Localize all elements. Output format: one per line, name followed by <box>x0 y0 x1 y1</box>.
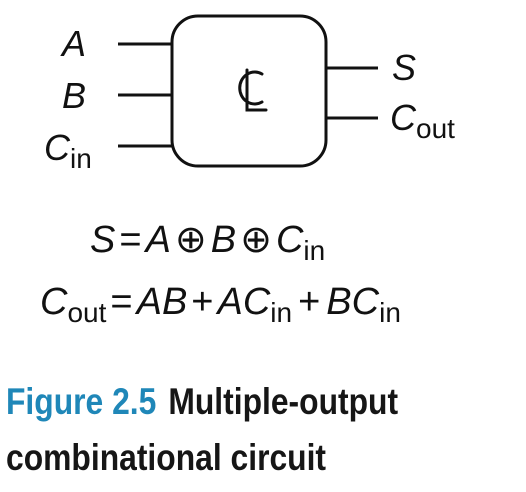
output-label-cout: Cout <box>390 97 455 144</box>
combinational-logic-block <box>170 14 328 168</box>
output-label-s: S <box>392 47 416 88</box>
circuit-diagram: A B Cin S Cout S=A⊕B⊕Cin Cout=AB+ACin+BC… <box>40 14 455 328</box>
input-label-b: B <box>62 75 86 116</box>
figure-title-line2: combinational circuit <box>6 437 327 478</box>
figure-title-line1: Multiple-output <box>168 381 399 422</box>
input-label-a: A <box>60 23 86 64</box>
input-label-cin: Cin <box>44 127 92 174</box>
figure-caption: Figure 2.5 Multiple-output combinational … <box>6 374 450 486</box>
sum-equation: S=A⊕B⊕Cin <box>90 219 325 266</box>
carry-equation: Cout=AB+ACin+BCin <box>40 281 401 328</box>
cl-symbol-icon <box>238 68 268 112</box>
figure-number: Figure 2.5 <box>6 381 157 422</box>
